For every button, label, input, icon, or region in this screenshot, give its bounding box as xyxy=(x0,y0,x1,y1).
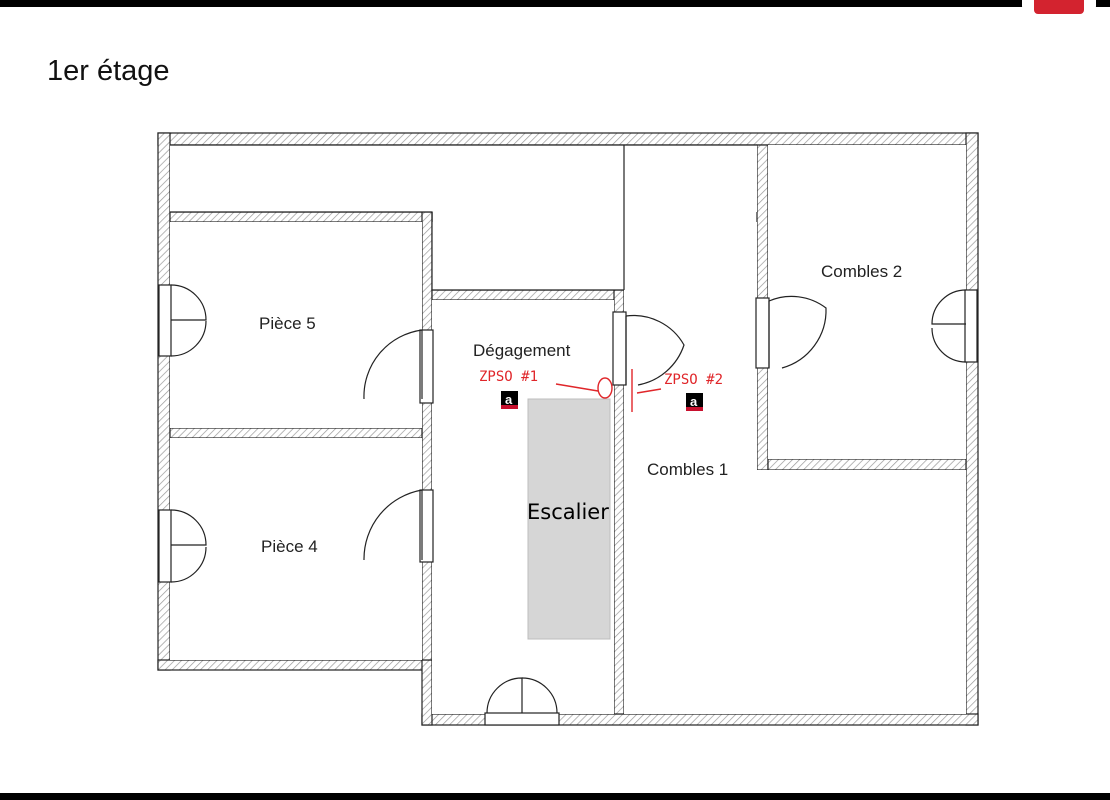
room-outlines xyxy=(170,144,757,291)
asbestos-a-badge-icon: a xyxy=(501,391,518,409)
zpso-label-2: ZPSO #2 xyxy=(664,372,723,388)
room-label-degagement: Dégagement xyxy=(473,341,571,360)
brand-logo xyxy=(1034,0,1084,14)
window-casement-icon xyxy=(158,284,978,726)
room-label-combles1: Combles 1 xyxy=(647,460,728,479)
page-title: 1er étage xyxy=(47,55,170,87)
zpso-label-1: ZPSO #1 xyxy=(479,369,538,385)
zpso-markers xyxy=(555,369,662,412)
asbestos-a-badge-icon: a xyxy=(686,393,703,411)
badge-2-text: a xyxy=(690,394,698,409)
room-label-piece5: Pièce 5 xyxy=(259,314,316,333)
door-swing-icon xyxy=(363,295,827,563)
room-label-combles2: Combles 2 xyxy=(821,262,902,281)
room-label-escalier: Escalier xyxy=(527,500,609,524)
room-label-piece4: Pièce 4 xyxy=(261,537,318,556)
room-fills xyxy=(170,145,966,714)
badge-1-text: a xyxy=(505,392,513,407)
top-frame-bar xyxy=(0,0,1110,7)
bottom-frame-bar xyxy=(0,793,1110,800)
staircase xyxy=(527,398,611,640)
